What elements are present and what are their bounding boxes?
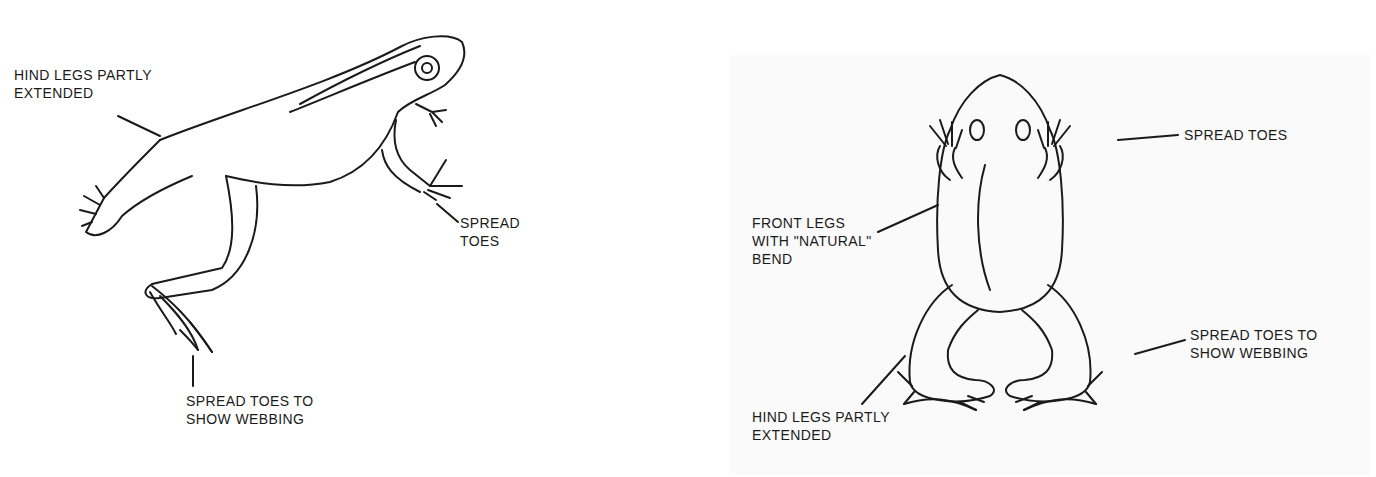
- callout-label: FRONT LEGS WITH "NATURAL" BEND: [752, 214, 880, 269]
- callout-label: SPREAD TOES: [1184, 126, 1334, 144]
- callout-label: HIND LEGS PARTLY EXTENDED: [752, 408, 902, 444]
- callout-label: SPREAD TOES TO SHOW WEBBING: [186, 392, 326, 428]
- callout-label: HIND LEGS PARTLY EXTENDED: [14, 66, 164, 102]
- callout-label: SPREAD TOES TO SHOW WEBBING: [1190, 326, 1340, 362]
- callout-label: SPREAD TOES: [460, 214, 532, 250]
